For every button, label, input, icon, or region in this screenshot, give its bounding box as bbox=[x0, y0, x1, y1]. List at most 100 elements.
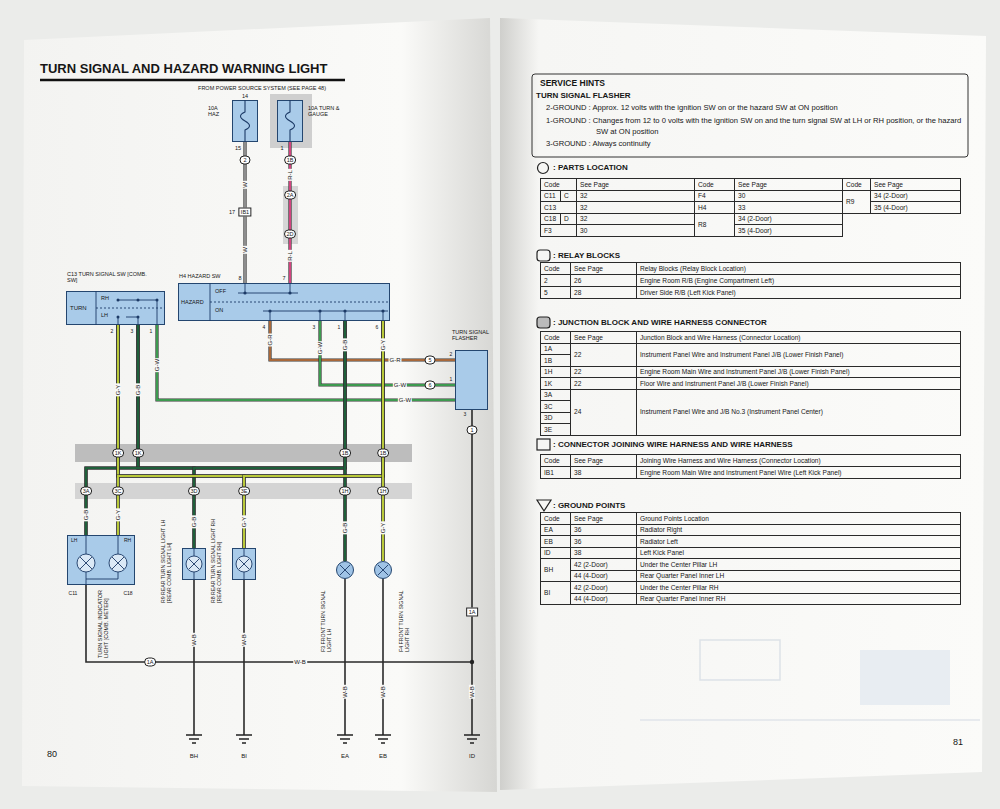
title-rule bbox=[40, 79, 345, 82]
table-text: 1B bbox=[541, 357, 552, 364]
table-text: R9 bbox=[843, 198, 854, 205]
callout-text: 3 bbox=[464, 412, 467, 418]
wire-color-code: W-B bbox=[469, 685, 475, 699]
table-cell: Instrument Panel Wire and Instrument Pan… bbox=[636, 343, 961, 367]
section-heading: : PARTS LOCATION bbox=[553, 163, 628, 172]
component-symbol bbox=[182, 548, 206, 580]
ground-wire bbox=[243, 580, 245, 735]
table-text: Instrument Panel Wire and Instrument Pan… bbox=[637, 351, 843, 358]
connector-code: 3E bbox=[238, 487, 250, 496]
wire bbox=[138, 325, 194, 548]
table-text: 35 (4-Door) bbox=[735, 227, 772, 234]
ground-symbol bbox=[375, 735, 391, 743]
ground-symbol bbox=[337, 735, 353, 743]
table-cell: 38 bbox=[570, 466, 637, 479]
ground-wire bbox=[86, 585, 472, 662]
connector-box-code: 1A bbox=[466, 608, 478, 617]
connector-code: 3D bbox=[188, 487, 200, 496]
table-text: 2 bbox=[541, 277, 548, 284]
table-text: BH bbox=[541, 566, 553, 573]
flasher-box: TURN SIGNAL FLASHER bbox=[455, 350, 488, 410]
diagram-title: TURN SIGNAL AND HAZARD WARNING LIGHT bbox=[40, 62, 327, 77]
table-cell: Instrument Panel Wire and J/B No.3 (Inst… bbox=[636, 389, 961, 436]
component-symbol bbox=[374, 561, 392, 579]
table-text: Rear Quarter Panel Inner RH bbox=[637, 595, 725, 602]
connector-code: 1A bbox=[144, 658, 156, 667]
component-text: LH bbox=[71, 538, 77, 544]
table-text: Joining Wire Harness and Wire Harness (C… bbox=[637, 457, 821, 464]
table-text: 38 bbox=[571, 469, 581, 476]
table-text: Radiator Right bbox=[637, 526, 682, 533]
table-text: Under the Center Pillar RH bbox=[637, 584, 718, 591]
wire bbox=[118, 325, 383, 561]
wire-color-code: G-W bbox=[154, 358, 160, 372]
section-heading: : JUNCTION BLOCK AND WIRE HARNESS CONNEC… bbox=[553, 318, 767, 327]
part-name: 10A HAZ bbox=[208, 105, 229, 118]
part-name: TURN SIGNAL FLASHER bbox=[452, 329, 497, 342]
table-text: Rear Quarter Panel Inner LH bbox=[637, 572, 724, 579]
section-heading: TURN SIGNAL FLASHER bbox=[536, 91, 631, 100]
callout-text: C11 bbox=[69, 591, 78, 597]
wire-color-code: G-B bbox=[342, 339, 348, 352]
wire-color bbox=[244, 321, 383, 548]
wire-outline bbox=[138, 325, 194, 548]
callout-text: 17 bbox=[229, 209, 235, 215]
table-text: See Page bbox=[577, 181, 609, 188]
table-cell: 5 bbox=[540, 286, 571, 299]
ground-symbol bbox=[236, 735, 252, 743]
table-text: See Page bbox=[571, 265, 603, 272]
wire bbox=[118, 325, 244, 548]
table-text: Relay Blocks (Relay Block Location) bbox=[637, 265, 746, 272]
table-text: 32 bbox=[577, 204, 587, 211]
table-text: Code bbox=[541, 515, 560, 522]
callout-text: 4 bbox=[263, 325, 266, 331]
table-text: 5 bbox=[541, 289, 548, 296]
wire bbox=[86, 321, 345, 535]
table-text: 26 bbox=[571, 277, 581, 284]
wire-color bbox=[138, 325, 194, 548]
table-text: F3 bbox=[541, 227, 552, 234]
table-text: 1H bbox=[541, 368, 552, 375]
ground-wire bbox=[344, 579, 346, 735]
table-text: 30 bbox=[735, 192, 745, 199]
table-text: See Page bbox=[571, 515, 603, 522]
connector-code: 1H bbox=[339, 487, 351, 496]
table-text: 3A bbox=[541, 391, 552, 398]
callout-text: BI bbox=[241, 753, 247, 760]
ground-point-symbol bbox=[537, 500, 551, 511]
table-cell: 35 (4-Door) bbox=[734, 224, 843, 237]
wire-outline bbox=[118, 325, 244, 548]
table-cell: R9 bbox=[842, 190, 871, 214]
table-text: 3D bbox=[541, 414, 552, 421]
wire-outline bbox=[270, 321, 455, 360]
table-cell: 24 bbox=[570, 389, 637, 436]
connector-code: 1K bbox=[132, 449, 144, 458]
lamp-circle: F4 FRONT TURN SIGNAL LIGHT RH bbox=[374, 561, 392, 579]
table-text: F4 bbox=[695, 192, 706, 199]
junction-dot bbox=[470, 660, 474, 664]
callout-text: ID bbox=[469, 753, 475, 760]
wire-color bbox=[118, 325, 383, 561]
table-text: See Page bbox=[571, 457, 603, 464]
wire bbox=[157, 325, 455, 400]
wire-color bbox=[86, 321, 345, 535]
wire-outline bbox=[118, 325, 383, 561]
wire-outline bbox=[86, 321, 345, 535]
service-hint: 2-GROUND : Approx. 12 volts with the ign… bbox=[546, 103, 966, 114]
table-text: 36 bbox=[571, 538, 581, 545]
wire-color bbox=[86, 325, 138, 535]
table-text: 44 (4-Door) bbox=[571, 595, 608, 602]
wire-color-code: G-W bbox=[398, 397, 412, 403]
switch-box: H4 HAZARD SWHAZARDOFFON bbox=[178, 283, 390, 321]
table-cell: 30 bbox=[576, 224, 695, 237]
wire-color-code: W-B bbox=[191, 633, 197, 647]
connector-code: 3A bbox=[80, 487, 92, 496]
table-text: Code bbox=[541, 457, 560, 464]
callout-text: 6 bbox=[376, 325, 379, 331]
ground-wire bbox=[382, 579, 384, 735]
wire-color-code: G-B bbox=[135, 384, 141, 397]
component-symbol bbox=[277, 100, 303, 142]
wire-color bbox=[118, 325, 244, 548]
callout-text: 2 bbox=[111, 329, 114, 335]
